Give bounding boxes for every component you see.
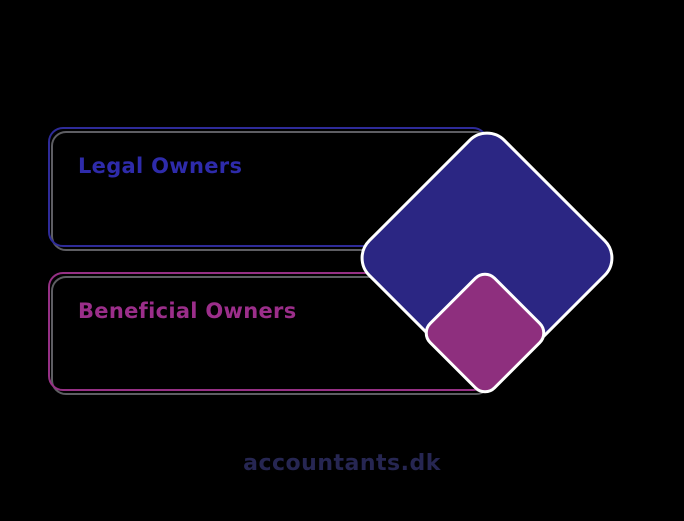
legal-owners-box: Legal Owners <box>48 127 488 247</box>
beneficial-owners-label: Beneficial Owners <box>78 299 297 323</box>
legal-owners-label: Legal Owners <box>78 154 243 178</box>
brand-text: accountants.dk <box>243 451 441 476</box>
beneficial-owners-box: Beneficial Owners <box>48 272 488 391</box>
